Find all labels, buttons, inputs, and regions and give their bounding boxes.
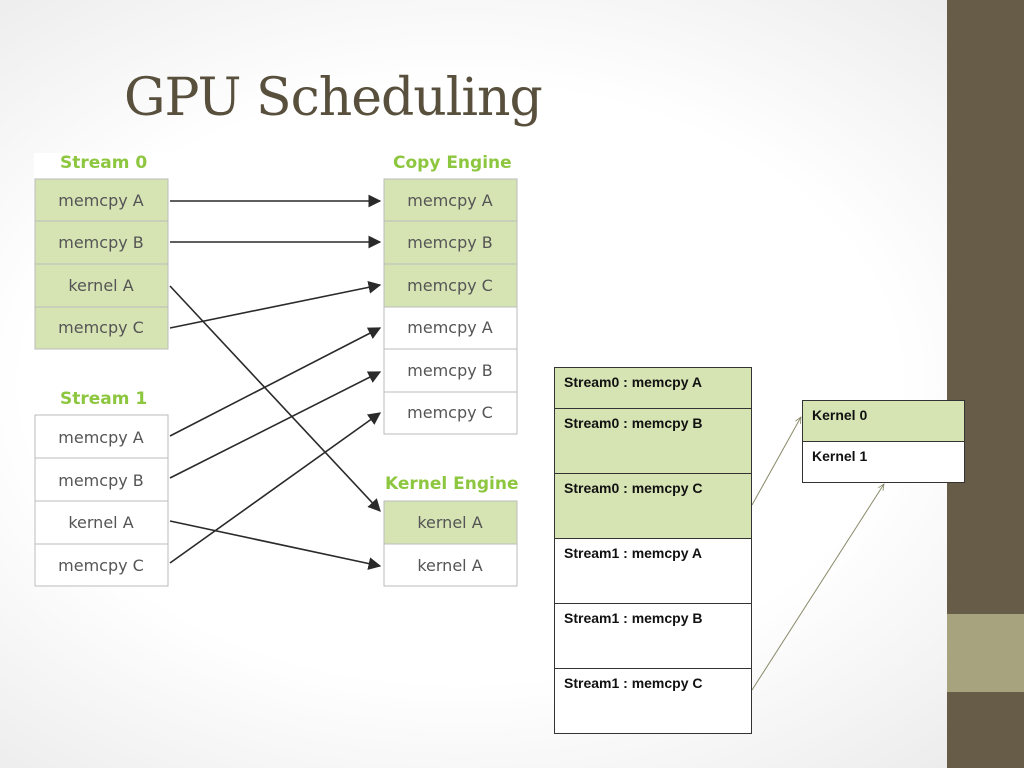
kernel-connectors	[751, 417, 884, 691]
arrow	[169, 412, 382, 564]
slide-title: GPU Scheduling	[124, 68, 543, 128]
stream1-cell: memcpy C	[58, 556, 144, 575]
stream0-cell: memcpy A	[58, 191, 144, 210]
arrow	[169, 285, 381, 512]
kernel-engine-cell-bg	[383, 543, 518, 587]
copy-engine-cell: memcpy A	[407, 191, 493, 210]
copy-engine-header: Copy Engine	[393, 153, 512, 173]
stream0-cell-bg	[34, 306, 169, 350]
kernel-engine-header: Kernel Engine	[385, 474, 519, 494]
kernel-table: Kernel 0 Kernel 1	[802, 400, 965, 483]
copy-engine-cell-bg	[383, 391, 518, 435]
copy-engine-cell-bg	[383, 220, 518, 265]
table-row: Stream1 : memcpy A	[554, 538, 752, 604]
stream1-cell-bg	[34, 500, 169, 545]
stream0-cell: kernel A	[68, 276, 133, 295]
schedule-cell: Stream0 : memcpy A	[554, 367, 752, 409]
schedule-cell: Stream0 : memcpy B	[554, 408, 752, 474]
copy-engine-cell: memcpy A	[407, 318, 493, 337]
schedule-cell: Stream1 : memcpy C	[554, 668, 752, 734]
copy-engine-cell: memcpy C	[407, 276, 493, 295]
table-row: Kernel 1	[802, 441, 965, 483]
table-row: Kernel 0	[802, 400, 965, 442]
stream1-cell: memcpy A	[58, 428, 144, 447]
table-row: Stream0 : memcpy A	[554, 367, 752, 409]
kernel-engine-cell: kernel A	[417, 513, 482, 532]
arrow	[169, 520, 382, 570]
schedule-cell: Stream1 : memcpy B	[554, 603, 752, 669]
stream1-cell: kernel A	[68, 513, 133, 532]
schedule-arrows	[169, 194, 382, 570]
stream1-column: memcpy A memcpy B kernel A memcpy C	[34, 414, 169, 587]
stream0-cell-bg	[34, 178, 169, 222]
arrow	[169, 281, 382, 329]
arrow	[169, 327, 382, 437]
kernel-engine-column: kernel A kernel A	[383, 500, 518, 587]
copy-engine-cell-bg	[383, 178, 518, 222]
schedule-cell: Stream0 : memcpy C	[554, 473, 752, 539]
kernel-engine-cell: kernel A	[417, 556, 482, 575]
copy-engine-cell-bg	[383, 263, 518, 308]
sidebar-accent	[947, 614, 1024, 692]
schedule-cell: Stream1 : memcpy A	[554, 538, 752, 604]
stream0-cell: memcpy C	[58, 318, 144, 337]
stream0-cell-bg	[34, 263, 169, 308]
kernel-cell: Kernel 1	[802, 441, 965, 483]
table-row: Stream1 : memcpy C	[554, 668, 752, 734]
arrow	[169, 371, 382, 479]
schedule-table: Stream0 : memcpy A Stream0 : memcpy B St…	[554, 367, 752, 734]
copy-engine-cell: memcpy B	[407, 361, 493, 380]
copy-engine-column: memcpy A memcpy B memcpy C memcpy A memc…	[383, 178, 518, 435]
stream1-header: Stream 1	[60, 389, 147, 409]
table-row: Stream0 : memcpy C	[554, 473, 752, 539]
copy-engine-cell: memcpy C	[407, 403, 493, 422]
table-row: Stream1 : memcpy B	[554, 603, 752, 669]
copy-engine-cell-bg	[383, 306, 518, 350]
connector-line	[751, 417, 801, 506]
stream0-cell-bg	[34, 220, 169, 265]
kernel-cell: Kernel 0	[802, 400, 965, 442]
stream0-column: memcpy A memcpy B kernel A memcpy C	[34, 178, 169, 350]
copy-engine-cell: memcpy B	[407, 233, 493, 252]
table-row: Stream0 : memcpy B	[554, 408, 752, 474]
stream1-cell: memcpy B	[58, 471, 144, 490]
connector-line	[751, 484, 884, 691]
stream0-cell: memcpy B	[58, 233, 144, 252]
stream1-cell-bg	[34, 543, 169, 587]
stream0-header: Stream 0	[60, 153, 147, 173]
